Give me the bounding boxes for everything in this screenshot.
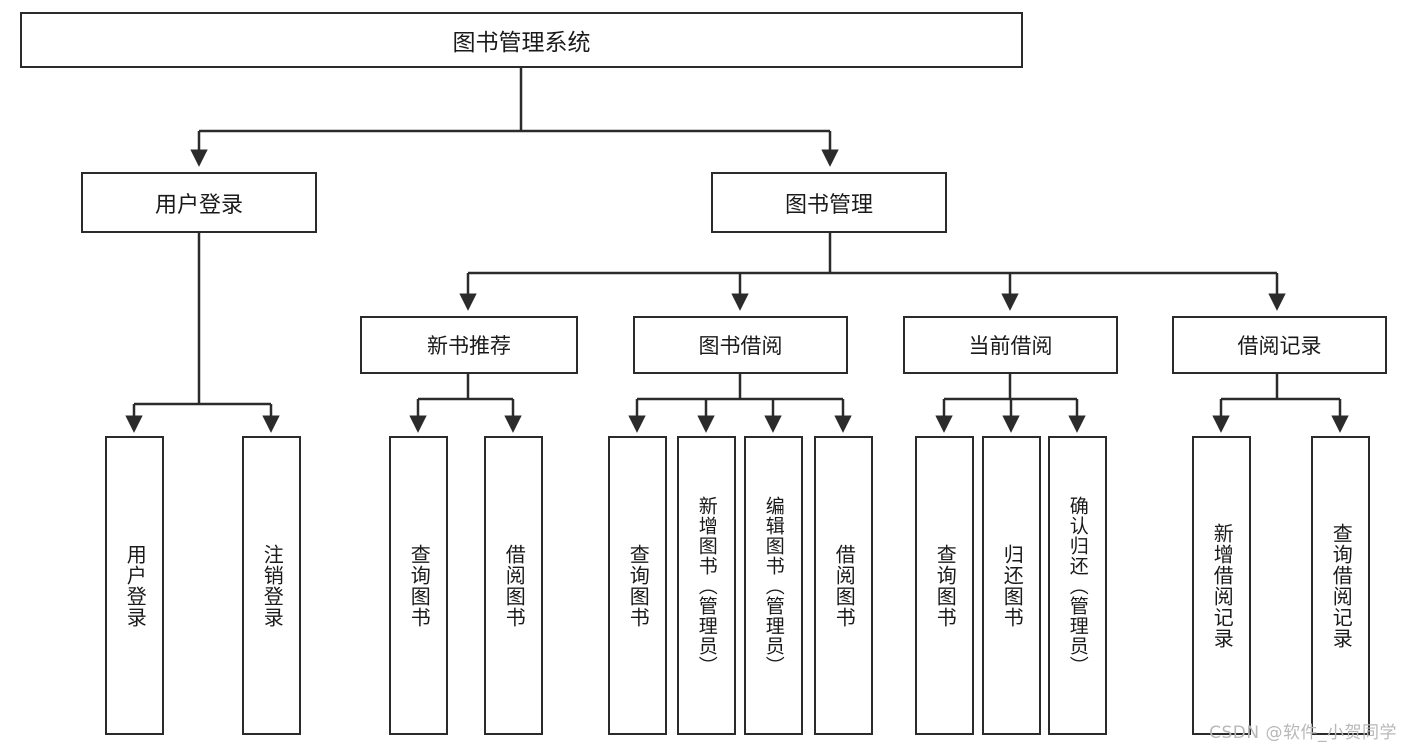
leaf-book-borrow-borrow-label: 借阅图书 [832, 543, 857, 628]
leaf-current-borrow-query[interactable]: 查询图书 [915, 436, 974, 735]
leaf-new-book-borrow-label: 借阅图书 [502, 543, 527, 628]
leaf-new-book-query[interactable]: 查询图书 [389, 436, 448, 735]
node-new-book-recommend[interactable]: 新书推荐 [360, 316, 578, 374]
leaf-current-borrow-return-label: 归还图书 [1000, 543, 1025, 628]
leaf-user-login-login[interactable]: 用户登录 [105, 436, 164, 735]
node-user-login-label: 用户登录 [154, 192, 243, 218]
leaf-book-borrow-add-label: 新增图书（管理员） [695, 495, 718, 676]
leaf-new-book-borrow[interactable]: 借阅图书 [484, 436, 543, 735]
node-borrow-record-label: 借阅记录 [1237, 334, 1322, 358]
node-current-borrow-label: 当前借阅 [968, 334, 1053, 358]
leaf-user-login-login-label: 用户登录 [123, 543, 148, 628]
leaf-current-borrow-return[interactable]: 归还图书 [982, 436, 1041, 735]
leaf-borrow-record-query[interactable]: 查询借阅记录 [1311, 436, 1370, 735]
leaf-user-login-logout[interactable]: 注销登录 [242, 436, 301, 735]
leaf-book-borrow-add[interactable]: 新增图书（管理员） [677, 436, 736, 735]
leaf-borrow-record-add-label: 新增借阅记录 [1210, 522, 1235, 649]
node-new-book-recommend-label: 新书推荐 [427, 334, 511, 358]
leaf-new-book-query-label: 查询图书 [407, 543, 432, 628]
node-current-borrow[interactable]: 当前借阅 [903, 316, 1118, 374]
node-root-label: 图书管理系统 [452, 30, 591, 56]
node-book-borrow-label: 图书借阅 [698, 334, 783, 358]
leaf-user-login-logout-label: 注销登录 [260, 543, 285, 628]
node-root[interactable]: 图书管理系统 [20, 12, 1023, 68]
node-book-management[interactable]: 图书管理 [711, 172, 947, 233]
leaf-borrow-record-query-label: 查询借阅记录 [1329, 522, 1354, 649]
leaf-book-borrow-query-label: 查询图书 [626, 543, 651, 628]
csdn-watermark: CSDN @软件_小贺同学 [1209, 723, 1397, 743]
leaf-book-borrow-edit-label: 编辑图书（管理员） [762, 495, 785, 676]
node-book-borrow[interactable]: 图书借阅 [633, 316, 848, 374]
node-book-management-label: 图书管理 [784, 192, 873, 218]
leaf-book-borrow-borrow[interactable]: 借阅图书 [814, 436, 873, 735]
leaf-book-borrow-query[interactable]: 查询图书 [608, 436, 667, 735]
leaf-current-borrow-confirm-return-label: 确认归还（管理员） [1066, 495, 1089, 676]
node-borrow-record[interactable]: 借阅记录 [1172, 316, 1387, 374]
leaf-current-borrow-query-label: 查询图书 [933, 543, 958, 628]
leaf-borrow-record-add[interactable]: 新增借阅记录 [1192, 436, 1251, 735]
leaf-book-borrow-edit[interactable]: 编辑图书（管理员） [744, 436, 803, 735]
node-user-login[interactable]: 用户登录 [81, 172, 317, 233]
leaf-current-borrow-confirm-return[interactable]: 确认归还（管理员） [1048, 436, 1107, 735]
